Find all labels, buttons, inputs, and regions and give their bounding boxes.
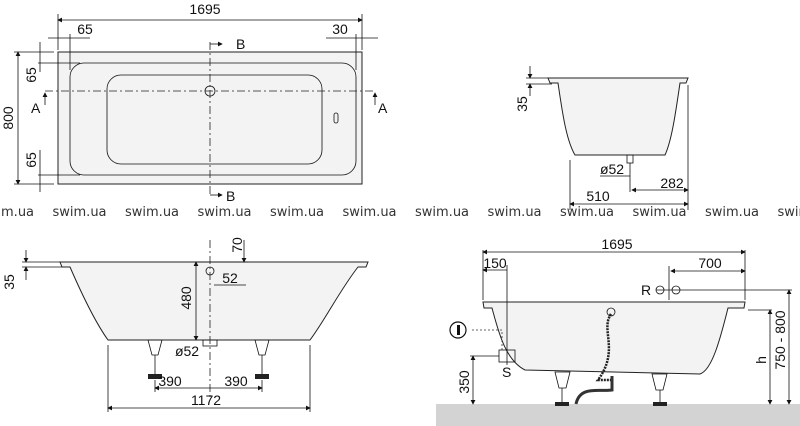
floor — [436, 404, 800, 426]
section-a-height-label: 480 — [178, 286, 194, 310]
watermark-text: swim.ua — [633, 205, 687, 220]
watermark-text: swim.ua — [198, 205, 252, 220]
section-a-leg-right-label: 390 — [224, 373, 248, 389]
watermark-text: swim.ua — [343, 205, 397, 220]
basin-outline — [106, 74, 323, 165]
leg-right — [254, 339, 270, 379]
watermark-text: swim.ua — [125, 205, 179, 220]
leg-right — [651, 373, 668, 406]
watermark-text: swim.ua — [705, 205, 759, 220]
drain-icon — [626, 154, 634, 164]
section-a-leg-left-label: 390 — [158, 373, 182, 389]
side-offset-left-label: 150 — [483, 255, 507, 271]
side-height-range-label: 750 - 800 — [772, 310, 788, 369]
section-b-depth-label: 510 — [586, 188, 610, 204]
section-b-view: 35 ø52 282 510 — [514, 66, 689, 210]
top-width-label: 800 — [0, 106, 16, 130]
section-a-rim-label: 35 — [1, 274, 17, 290]
top-left-rim-label: 65 — [77, 21, 93, 37]
watermark-text: swim.ua — [53, 205, 107, 220]
section-a-view: 35 70 52 480 ø52 390 390 1172 — [1, 237, 369, 412]
watermark-row: swim.ua swim.ua swim.ua swim.ua swim.ua swim.… — [0, 205, 800, 220]
watermark-text: swim.ua — [0, 205, 34, 220]
top-right-rim-label: 30 — [332, 21, 348, 37]
overflow-icon — [333, 112, 339, 124]
watermark-text: swim.ua — [488, 205, 542, 220]
section-b-drain-label: ø52 — [600, 161, 624, 177]
section-a-bottom-length-label: 1172 — [191, 392, 221, 408]
section-b-offset-label: 282 — [660, 175, 684, 191]
side-view: 1695 150 700 R S h 750 - 800 350 — [436, 236, 800, 426]
section-b-label-bottom: B — [226, 188, 235, 204]
section-b-rim-label: 35 — [514, 96, 530, 112]
watermark-text: swim.ua — [778, 205, 800, 220]
overflow-hose — [595, 313, 613, 382]
rim-inner-outline — [69, 62, 357, 176]
section-a-label-left: A — [31, 100, 41, 116]
section-a-drain-size-label: 52 — [222, 270, 238, 286]
side-floor-height-label: 350 — [456, 370, 472, 394]
tub-cross-section-a — [59, 261, 369, 341]
watermark-text: swim.ua — [415, 205, 469, 220]
side-length-label: 1695 — [601, 236, 632, 252]
section-a-drain-diameter-label: ø52 — [175, 343, 199, 359]
top-rim-bottom-label: 65 — [23, 152, 39, 168]
side-offset-right-label: 700 — [698, 255, 722, 271]
section-a-drain-top-label: 70 — [229, 237, 245, 253]
overflow-icon — [606, 307, 616, 317]
watermark-text: swim.ua — [560, 205, 614, 220]
section-b-label-top: B — [236, 36, 245, 52]
watermark-text: swim.ua — [270, 205, 324, 220]
top-view: 1695 65 30 B B A A 800 65 65 — [0, 1, 388, 204]
top-rim-top-label: 65 — [23, 67, 39, 83]
leg-left — [147, 339, 163, 379]
siphon-pipe — [574, 376, 614, 405]
section-a-label-right: A — [378, 100, 388, 116]
leg-left — [554, 371, 571, 406]
side-r-label: R — [641, 282, 651, 298]
tub-side-outline — [482, 301, 746, 375]
tub-cross-section-b — [547, 77, 689, 156]
side-h-label: h — [753, 356, 769, 364]
top-length-label: 1695 — [189, 1, 220, 17]
side-s-label: S — [502, 364, 511, 380]
